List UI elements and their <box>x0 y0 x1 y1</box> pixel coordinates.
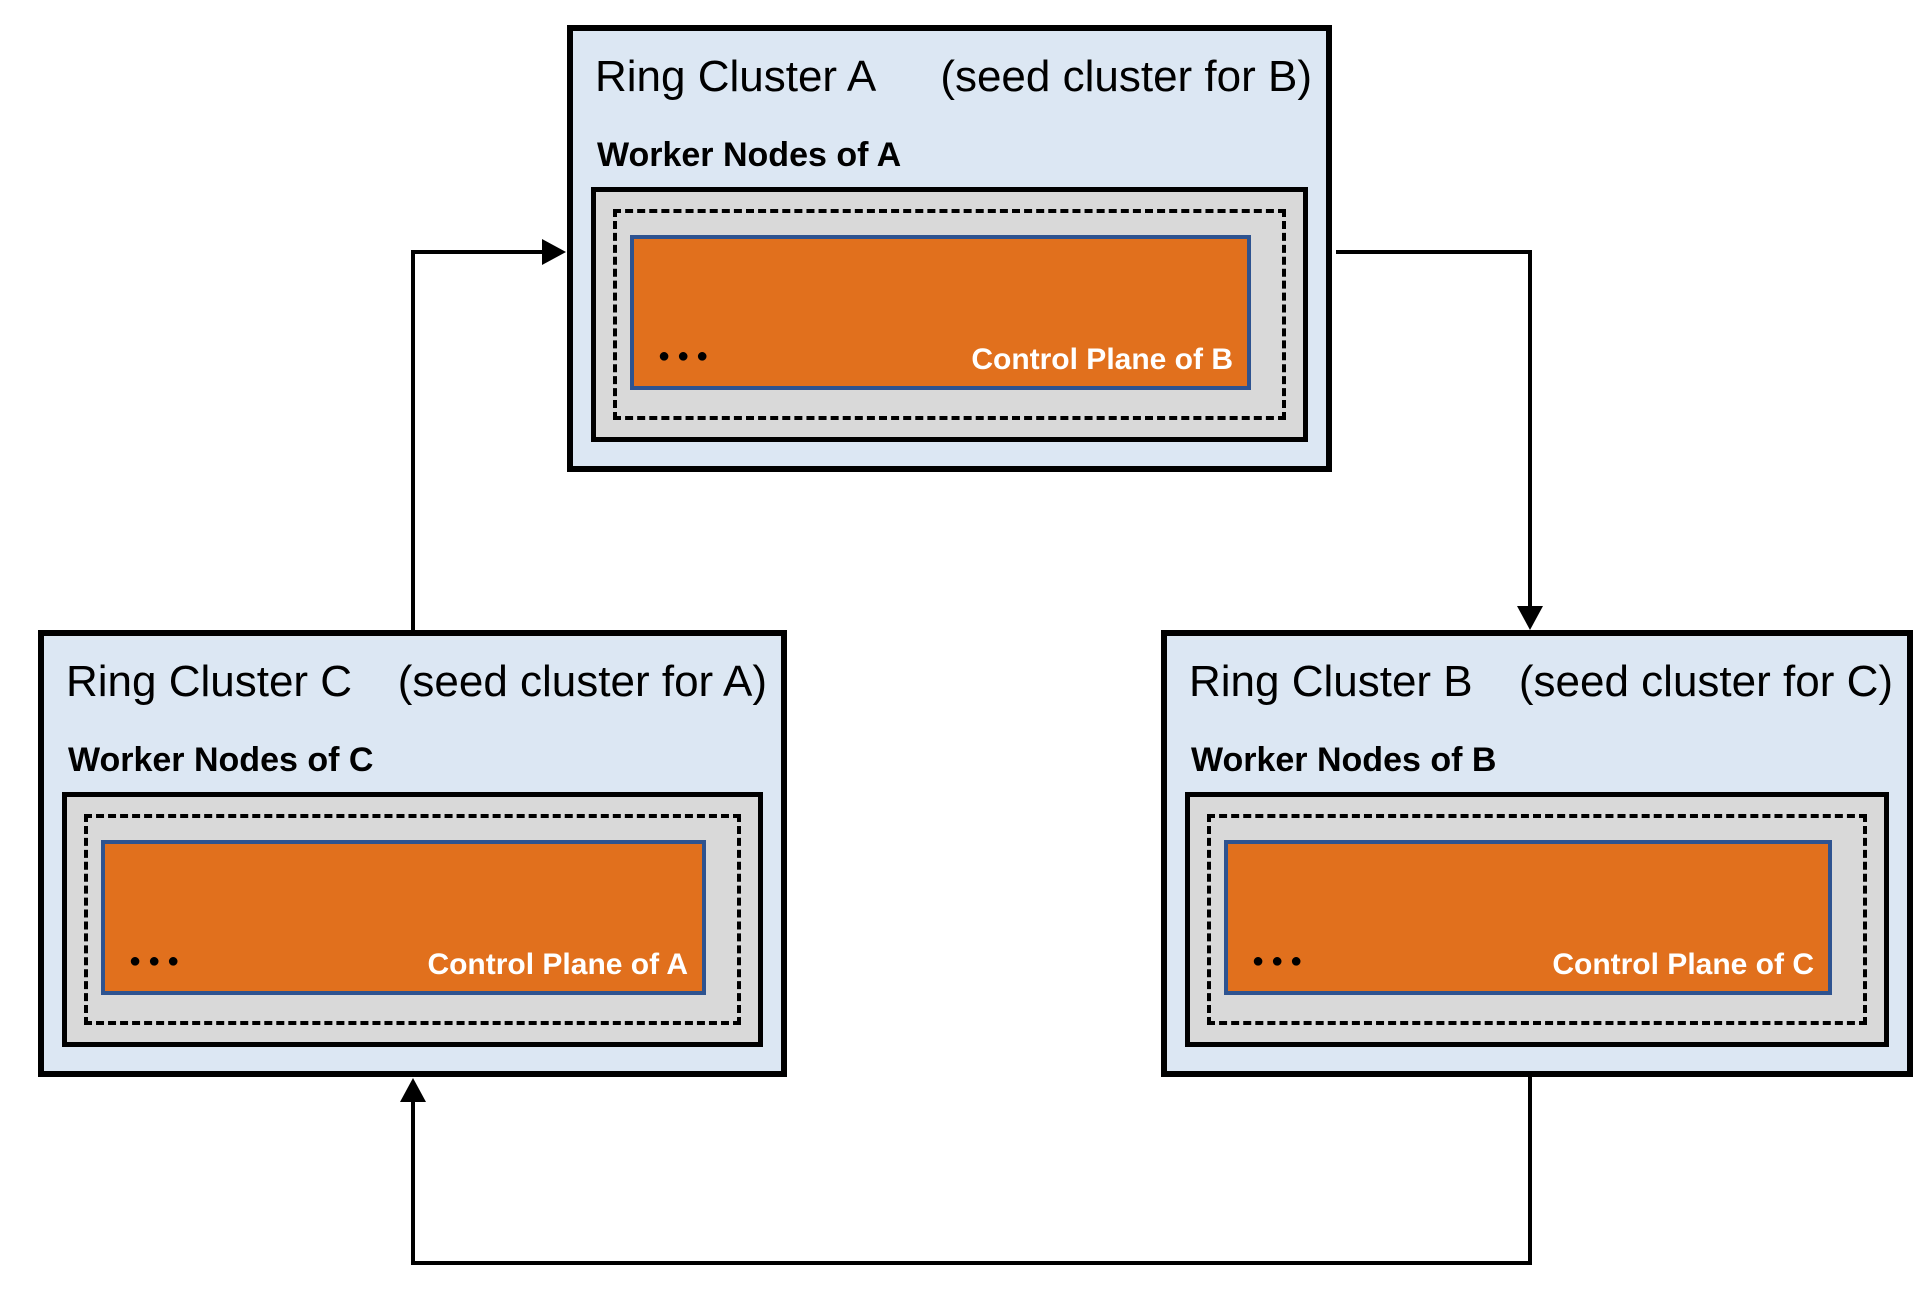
cluster-c-worker-nodes-label: Worker Nodes of C <box>68 741 374 779</box>
cluster-a-title: Ring Cluster A <box>595 52 877 101</box>
cluster-b-seed-note: (seed cluster for C) <box>1518 657 1893 706</box>
cluster-a-worker-nodes-box: ●●● Control Plane of B <box>591 187 1308 442</box>
cluster-c-ellipsis-dots-icon: ●●● <box>129 950 187 972</box>
cluster-c-seed-note: (seed cluster for A) <box>397 657 767 706</box>
cluster-b-hosted-control-plane-label: Control Plane of C <box>1552 947 1814 981</box>
cluster-c-hosted-control-plane-label: Control Plane of A <box>427 947 688 981</box>
cluster-a-hosted-control-plane-label: Control Plane of B <box>971 342 1233 376</box>
cluster-b: Ring Cluster B (seed cluster for C) Work… <box>1161 630 1913 1077</box>
cluster-b-dashed-frame: ●●● Control Plane of C <box>1207 814 1867 1025</box>
connector-c-to-a <box>411 250 546 632</box>
connector-a-to-b <box>1336 250 1532 608</box>
cluster-b-title: Ring Cluster B <box>1189 657 1473 706</box>
cluster-a: Ring Cluster A (seed cluster for B) Work… <box>567 25 1332 472</box>
arrowhead-into-c-icon <box>400 1078 426 1102</box>
cluster-a-title-row: Ring Cluster A (seed cluster for B) <box>595 52 1312 103</box>
cluster-c-title-row: Ring Cluster C (seed cluster for A) <box>66 657 767 708</box>
cluster-a-worker-nodes-label: Worker Nodes of A <box>597 136 902 174</box>
cluster-b-ellipsis-dots-icon: ●●● <box>1252 950 1310 972</box>
cluster-c: Ring Cluster C (seed cluster for A) Work… <box>38 630 787 1077</box>
cluster-a-hosted-control-plane-box: ●●● Control Plane of B <box>630 235 1251 390</box>
cluster-c-worker-nodes-box: ●●● Control Plane of A <box>62 792 763 1047</box>
cluster-a-dashed-frame: ●●● Control Plane of B <box>613 209 1286 420</box>
arrowhead-into-b-icon <box>1517 606 1543 630</box>
arrowhead-into-a-icon <box>542 239 566 265</box>
cluster-b-hosted-control-plane-box: ●●● Control Plane of C <box>1224 840 1832 995</box>
cluster-c-hosted-control-plane-box: ●●● Control Plane of A <box>101 840 706 995</box>
cluster-a-ellipsis-dots-icon: ●●● <box>658 345 716 367</box>
cluster-c-title: Ring Cluster C <box>66 657 353 706</box>
cluster-c-dashed-frame: ●●● Control Plane of A <box>84 814 741 1025</box>
cluster-b-worker-nodes-box: ●●● Control Plane of C <box>1185 792 1889 1047</box>
cluster-b-title-row: Ring Cluster B (seed cluster for C) <box>1189 657 1893 708</box>
connector-b-to-c <box>411 1073 1532 1265</box>
cluster-a-seed-note: (seed cluster for B) <box>940 52 1312 101</box>
cluster-b-worker-nodes-label: Worker Nodes of B <box>1191 741 1497 779</box>
